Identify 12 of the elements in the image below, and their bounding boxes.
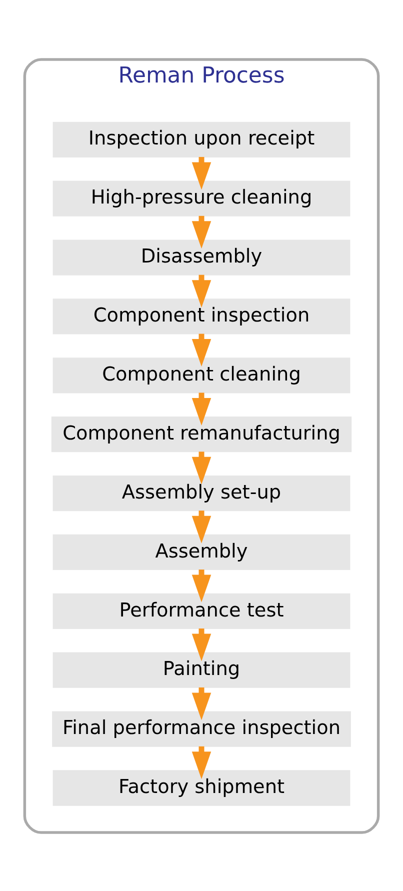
node-box: Assembly set-up bbox=[52, 474, 350, 511]
node-box: Disassembly bbox=[52, 239, 350, 275]
node-box: Final performance inspection bbox=[52, 710, 351, 746]
node-box: Component cleaning bbox=[52, 357, 350, 393]
node-box: Component inspection bbox=[52, 298, 350, 334]
node-box: Painting bbox=[52, 652, 350, 688]
node-box: Performance test bbox=[52, 592, 350, 628]
node-box: Factory shipment bbox=[52, 770, 350, 806]
node-box: Component remanufacturing bbox=[51, 416, 352, 452]
node-box: High-pressure cleaning bbox=[52, 180, 350, 216]
node-box: Assembly bbox=[52, 534, 350, 570]
node-box: Inspection upon receipt bbox=[52, 121, 350, 157]
